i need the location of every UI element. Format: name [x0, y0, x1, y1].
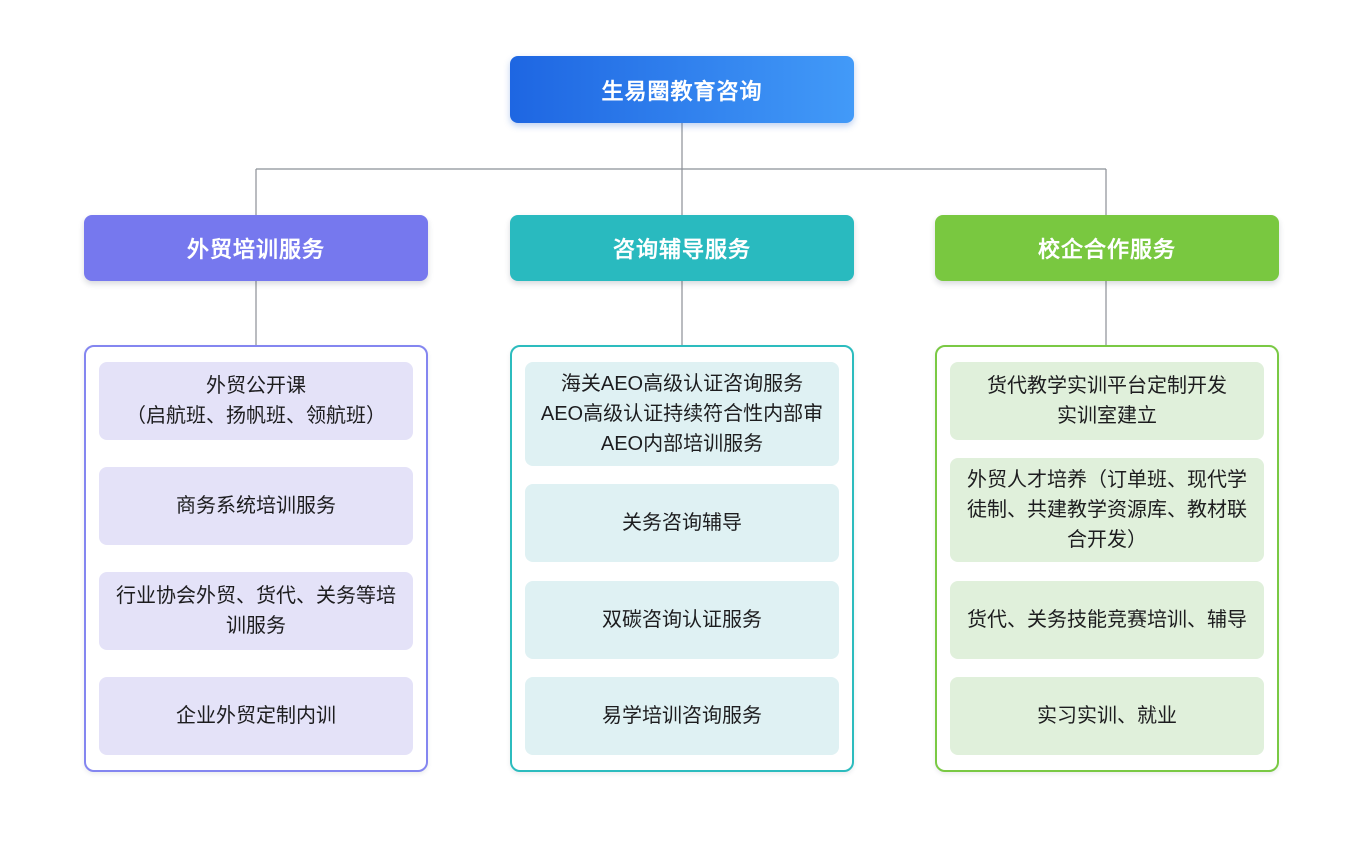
branch-header-consulting[interactable]: 咨询辅导服务: [510, 215, 854, 281]
node-line: AEO高级认证持续符合性内部审: [540, 403, 824, 425]
node-card[interactable]: 双碳咨询认证服务: [525, 580, 839, 659]
node-card[interactable]: 行业协会外贸、货代、关务等培训服务: [99, 572, 413, 650]
node-card[interactable]: 货代、关务技能竞赛培训、辅导: [950, 580, 1264, 659]
node-line: 关务咨询辅导: [622, 512, 742, 535]
branch-header-school-enterprise[interactable]: 校企合作服务: [935, 215, 1279, 281]
node-line: 货代、关务技能竞赛培训、辅导: [967, 608, 1247, 631]
node-line: 双碳咨询认证服务: [602, 608, 762, 631]
node-card[interactable]: 关务咨询辅导: [525, 484, 839, 563]
branch-header-label: 咨询辅导服务: [612, 237, 751, 262]
node-card[interactable]: 货代教学实训平台定制开发 实训室建立: [950, 362, 1264, 440]
node-line: 外贸公开课: [206, 375, 306, 397]
node-card[interactable]: 易学培训咨询服务: [525, 676, 839, 755]
branch-group-trade-training: 外贸公开课 （启航班、扬帆班、领航班） 商务系统培训服务 行业协会外贸、货代、关…: [84, 345, 428, 772]
node-card[interactable]: 外贸人才培养（订单班、现代学徒制、共建教学资源库、教材联合开发）: [950, 458, 1264, 563]
branch-group-school-enterprise: 货代教学实训平台定制开发 实训室建立 外贸人才培养（订单班、现代学徒制、共建教学…: [935, 345, 1279, 772]
node-card[interactable]: 海关AEO高级认证咨询服务 AEO高级认证持续符合性内部审 AEO内部培训服务: [525, 362, 839, 466]
branch-header-trade-training[interactable]: 外贸培训服务: [84, 215, 428, 281]
node-card[interactable]: 商务系统培训服务: [99, 467, 413, 545]
node-line: AEO内部培训服务: [600, 433, 764, 455]
node-line: 商务系统培训服务: [176, 495, 336, 517]
node-card[interactable]: 实习实训、就业: [950, 676, 1264, 755]
node-card[interactable]: 外贸公开课 （启航班、扬帆班、领航班）: [99, 362, 413, 440]
node-line: 行业协会外贸、货代、关务等培训服务: [116, 585, 396, 637]
branch-header-label: 外贸培训服务: [186, 237, 325, 262]
node-card[interactable]: 企业外贸定制内训: [99, 677, 413, 755]
node-line: 海关AEO高级认证咨询服务: [560, 373, 804, 395]
node-line: 货代教学实训平台定制开发: [987, 375, 1227, 397]
root-node-label: 生易圈教育咨询: [601, 78, 763, 104]
root-node[interactable]: 生易圈教育咨询: [510, 56, 854, 123]
node-line: （启航班、扬帆班、领航班）: [126, 405, 386, 427]
node-line: 实训室建立: [1057, 405, 1157, 427]
branch-header-label: 校企合作服务: [1037, 237, 1176, 262]
node-line: 企业外贸定制内训: [176, 705, 336, 727]
node-line: 外贸人才培养（订单班、现代学徒制、共建教学资源库、教材联合开发）: [967, 469, 1247, 552]
node-line: 易学培训咨询服务: [602, 704, 762, 727]
branch-group-consulting: 海关AEO高级认证咨询服务 AEO高级认证持续符合性内部审 AEO内部培训服务 …: [510, 345, 854, 772]
node-line: 实习实训、就业: [1037, 704, 1177, 727]
